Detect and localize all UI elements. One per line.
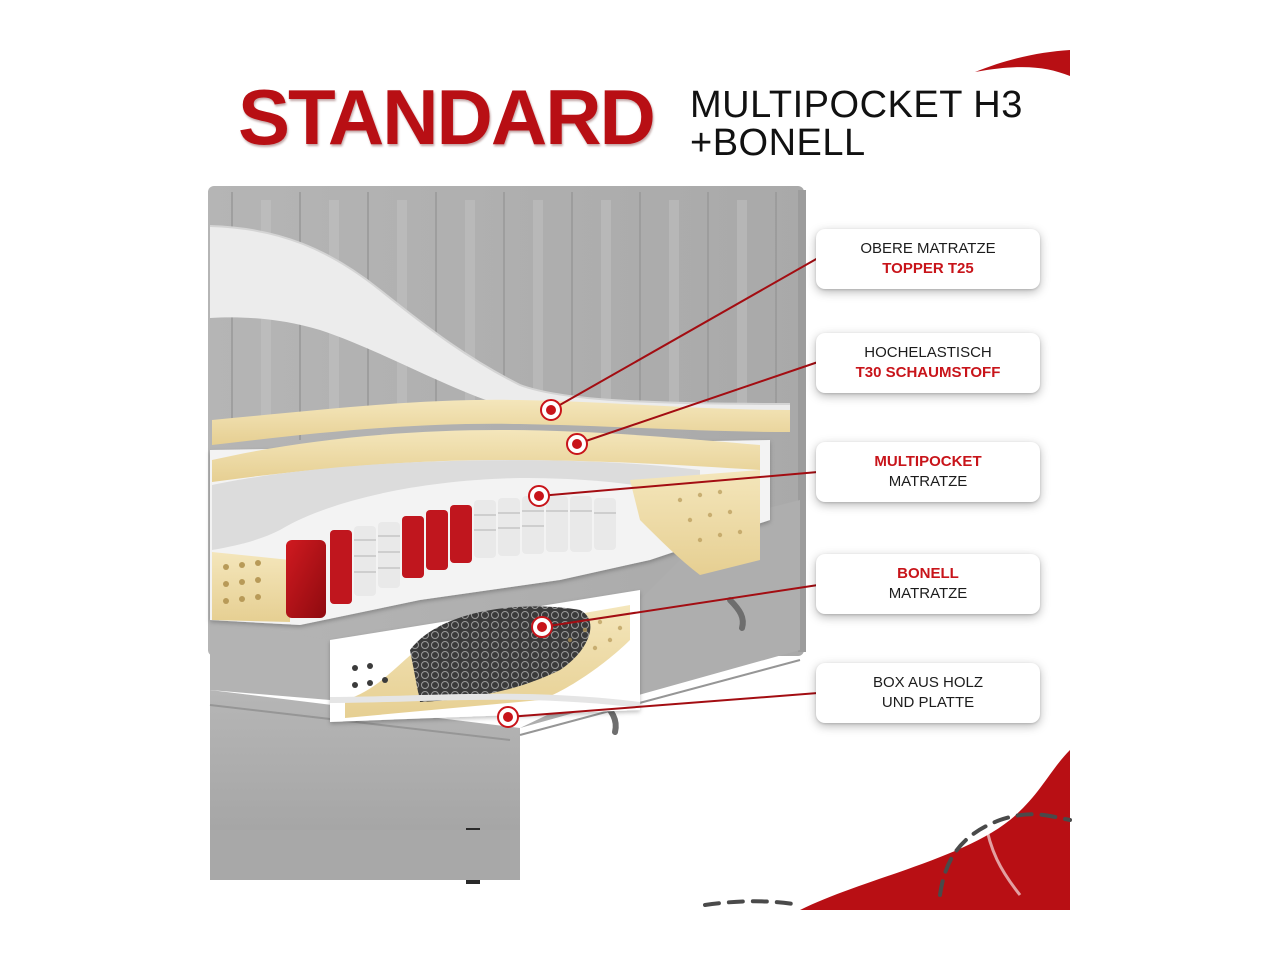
pocket-springs bbox=[286, 496, 616, 618]
callout-multipocket-line2: MATRATZE bbox=[888, 473, 968, 490]
callout-box: BOX AUS HOLZ UND PLATTE bbox=[816, 663, 1040, 723]
decor-top-right-shape bbox=[975, 50, 1070, 76]
callout-multipocket: MULTIPOCKET MATRATZE bbox=[816, 442, 1040, 502]
raised-topper bbox=[209, 225, 791, 420]
subtitle-line-1: MULTIPOCKET H3 bbox=[690, 84, 1023, 126]
marker-multipocket bbox=[528, 485, 550, 507]
callout-multipocket-line1: MULTIPOCKET bbox=[874, 453, 982, 470]
layer-markers bbox=[497, 399, 588, 728]
callout-topper: OBERE MATRATZE TOPPER T25 bbox=[816, 229, 1040, 289]
callout-box-line2: UND PLATTE bbox=[881, 694, 975, 711]
callout-bonell: BONELL MATRATZE bbox=[816, 554, 1040, 614]
page-subtitle: MULTIPOCKET H3 +BONELL bbox=[690, 86, 1023, 162]
decor-bottom-right-shape bbox=[800, 750, 1070, 910]
leader-lines bbox=[507, 257, 819, 718]
callout-t30-foam-line1: HOCHELASTISCH bbox=[864, 344, 992, 361]
marker-t30-foam bbox=[566, 433, 588, 455]
decor-dashed-line bbox=[703, 812, 1072, 907]
callout-bonell-line1: BONELL bbox=[897, 565, 959, 582]
callout-bonell-line2: MATRATZE bbox=[888, 585, 968, 602]
marker-bonell bbox=[531, 616, 553, 638]
marker-topper bbox=[540, 399, 562, 421]
marker-box bbox=[497, 706, 519, 728]
subtitle-line-2: +BONELL bbox=[690, 122, 866, 164]
callout-t30-foam: HOCHELASTISCH T30 SCHAUMSTOFF bbox=[816, 333, 1040, 393]
callout-t30-foam-line2: T30 SCHAUMSTOFF bbox=[855, 364, 1001, 381]
callout-topper-line1: OBERE MATRATZE bbox=[860, 240, 996, 257]
multipocket-layer bbox=[210, 399, 790, 625]
callout-topper-line2: TOPPER T25 bbox=[882, 260, 974, 277]
callout-box-line1: BOX AUS HOLZ bbox=[872, 674, 984, 691]
page-title: STANDARD bbox=[238, 73, 656, 161]
